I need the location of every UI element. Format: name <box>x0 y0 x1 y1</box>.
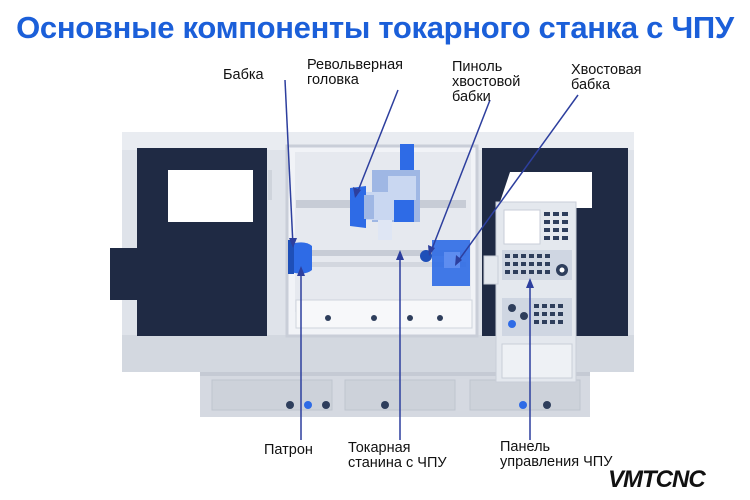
label-quill: Пиноль хвостовой бабки <box>452 60 520 105</box>
label-panel: Панель управления ЧПУ <box>500 440 612 470</box>
label-turret-line2: головка <box>307 72 359 88</box>
label-quill-line3: бабки <box>452 89 491 105</box>
base-button-6 <box>543 401 551 409</box>
leader-headstock <box>284 79 294 247</box>
label-bed: Токарная станина с ЧПУ <box>348 441 447 471</box>
brand-logo: VMTCNC <box>608 466 706 493</box>
label-turret-line1: Револьверная <box>307 57 403 73</box>
base-button-1 <box>286 401 294 409</box>
label-headstock: Бабка <box>223 67 264 83</box>
control-lower-keys <box>502 298 572 336</box>
base-button-3 <box>322 401 330 409</box>
leader-lines <box>284 79 579 440</box>
leader-tailstock <box>455 94 579 265</box>
chip-tray <box>295 299 473 329</box>
label-tailstock: Хвостовая бабка <box>571 63 642 93</box>
label-quill-line2: хвостовой <box>452 74 521 90</box>
leader-turret <box>355 89 399 197</box>
left-window <box>168 170 253 222</box>
page-title: Основные компоненты токарного станка с Ч… <box>16 10 734 45</box>
guideway-lower <box>296 250 466 256</box>
base-button-5 <box>519 401 527 409</box>
label-panel-line1: Панель <box>500 439 551 455</box>
label-tailstock-line1: Хвостовая <box>571 62 642 78</box>
label-bed-line2: станина с ЧПУ <box>348 455 447 471</box>
label-tailstock-line2: бабка <box>571 77 611 93</box>
base-button-2 <box>304 401 312 409</box>
turret-head-icon <box>350 186 366 228</box>
motor-housing <box>110 248 140 300</box>
label-bed-line1: Токарная <box>348 440 411 456</box>
label-chuck: Патрон <box>264 442 313 458</box>
base-button-4 <box>381 401 389 409</box>
control-panel-screen <box>503 209 541 245</box>
chuck-icon <box>291 242 312 274</box>
label-quill-line1: Пиноль <box>452 59 503 75</box>
leader-quill <box>429 99 491 255</box>
label-turret: Револьверная головка <box>307 58 403 88</box>
label-panel-line2: управления ЧПУ <box>500 454 613 470</box>
